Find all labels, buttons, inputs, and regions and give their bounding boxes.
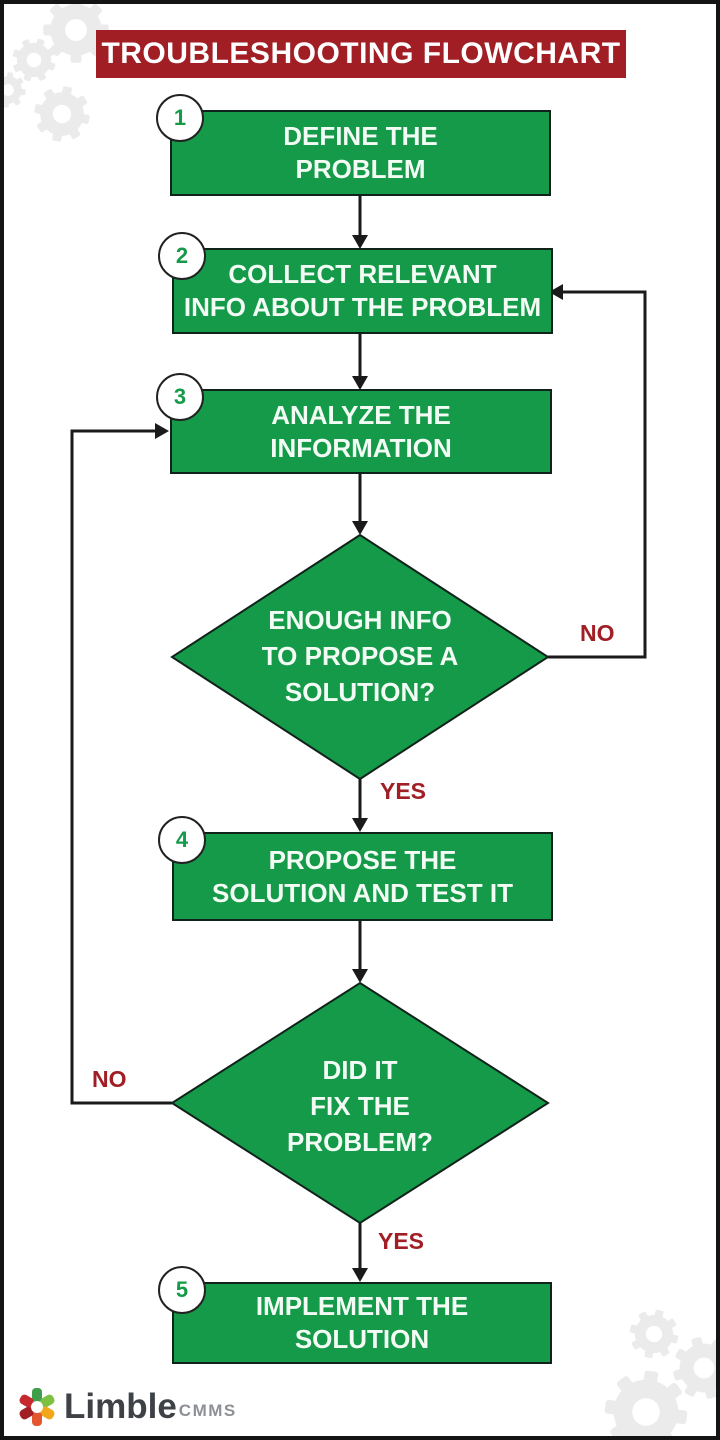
step-box-collect-info: COLLECT RELEVANT INFO ABOUT THE PROBLEM xyxy=(172,248,553,334)
step-label: ANALYZE THE INFORMATION xyxy=(270,399,452,463)
step-number: 3 xyxy=(173,384,187,409)
arrowhead-down-icon xyxy=(352,235,368,249)
step-number-badge-5: 5 xyxy=(158,1266,206,1314)
arrowhead-right-icon xyxy=(155,423,169,439)
branch-label-no-2: NO xyxy=(92,1066,127,1092)
branch-label-no-1: NO xyxy=(580,620,615,646)
connector-decision1-no-step2 xyxy=(548,290,647,659)
step-number: 4 xyxy=(175,827,189,852)
background-gears-bottom-right-icon xyxy=(599,1304,716,1436)
limble-cmms-logo: Limble CMMS xyxy=(16,1384,237,1426)
step-number-badge-2: 2 xyxy=(158,232,206,280)
arrowhead-down-icon xyxy=(352,969,368,983)
arrowhead-down-icon xyxy=(352,376,368,390)
decision-label: ENOUGH INFO TO PROPOSE A SOLUTION? xyxy=(261,605,459,707)
arrowhead-down-icon xyxy=(352,521,368,535)
arrowhead-down-icon xyxy=(352,1268,368,1282)
step-number: 2 xyxy=(175,243,189,268)
logo-suffix-text: CMMS xyxy=(178,1401,237,1420)
decision-label-enough-info: ENOUGH INFO TO PROPOSE A SOLUTION? xyxy=(230,596,490,716)
limble-gear-icon xyxy=(19,1388,55,1426)
connector-decision2-no-step3 xyxy=(70,429,172,1105)
step-label: DEFINE THE PROBLEM xyxy=(283,121,438,184)
step-label: PROPOSE THE SOLUTION AND TEST IT xyxy=(212,844,513,908)
branch-label-yes-1: YES xyxy=(380,778,427,804)
step-number-badge-3: 3 xyxy=(156,373,204,421)
step-number: 5 xyxy=(175,1277,189,1302)
branch-label-yes-2: YES xyxy=(378,1228,425,1254)
step-number: 1 xyxy=(173,105,187,130)
step-box-analyze-information: ANALYZE THE INFORMATION xyxy=(170,389,552,474)
page-title: TROUBLESHOOTING FLOWCHART xyxy=(101,37,621,70)
step-label: COLLECT RELEVANT INFO ABOUT THE PROBLEM xyxy=(183,259,542,322)
decision-label-did-it-fix: DID IT FIX THE PROBLEM? xyxy=(250,1046,470,1166)
flowchart-graphics-layer xyxy=(4,4,716,1436)
background-gears-top-left-icon xyxy=(4,4,109,147)
arrowhead-down-icon xyxy=(352,818,368,832)
title-banner: TROUBLESHOOTING FLOWCHART xyxy=(96,30,626,78)
step-box-implement-solution: IMPLEMENT THE SOLUTION xyxy=(172,1282,552,1364)
step-number-badge-1: 1 xyxy=(156,94,204,142)
step-box-define-problem: DEFINE THE PROBLEM xyxy=(170,110,551,196)
step-box-propose-solution: PROPOSE THE SOLUTION AND TEST IT xyxy=(172,832,553,921)
step-number-badge-4: 4 xyxy=(158,816,206,864)
logo-brand-text: Limble xyxy=(64,1387,177,1426)
step-label: IMPLEMENT THE SOLUTION xyxy=(255,1291,469,1354)
decision-label: DID IT FIX THE PROBLEM? xyxy=(287,1055,433,1157)
